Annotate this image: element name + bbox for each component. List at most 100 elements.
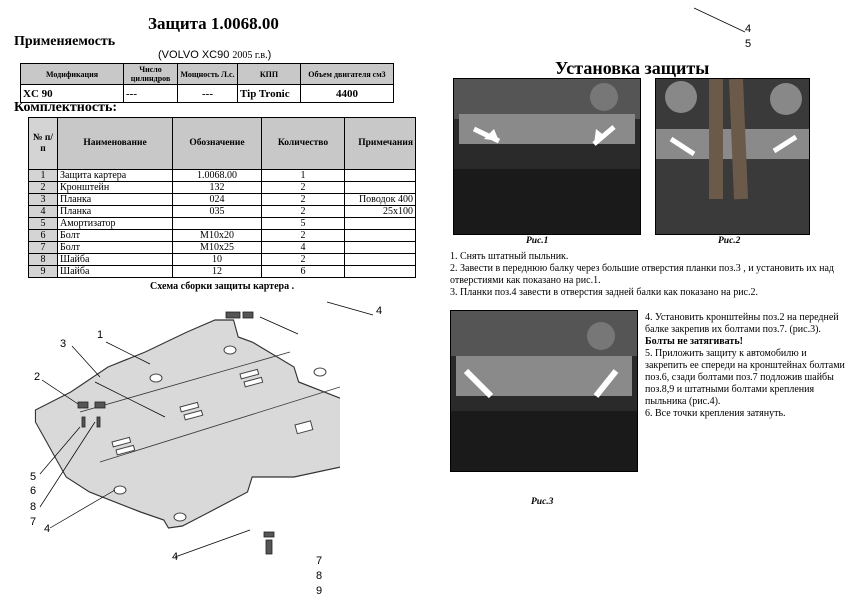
applicability-heading: Применяемость	[14, 34, 116, 49]
model-name: VOLVO XC90	[161, 49, 230, 61]
kit-cell: Болт	[57, 241, 173, 254]
callout-6: 5	[30, 471, 36, 483]
steps-block-1: 1. Снять штатный пыльник. 2. Завести в п…	[450, 251, 845, 299]
callout-9: 9	[316, 585, 322, 597]
kit-cell: Защита картера	[57, 169, 173, 182]
fasteners	[77, 311, 275, 555]
kit-cell: 5	[28, 217, 58, 230]
kit-cell: 25x100	[344, 205, 416, 218]
kit-cell	[344, 229, 416, 242]
kit-cell: Планка	[57, 193, 173, 206]
callout-8a: 6	[30, 485, 36, 497]
kit-table: № п/п Наименование Обозначение Количеств…	[28, 117, 416, 278]
kit-cell: 12	[172, 265, 262, 278]
kit-cell: 2	[261, 193, 345, 206]
kit-cell	[344, 181, 416, 194]
kit-cell: 10	[172, 253, 262, 266]
kit-cell: 6	[261, 265, 345, 278]
step-3: 3. Планки поз.4 завести в отверстия задн…	[450, 287, 758, 298]
kit-cell	[172, 217, 262, 230]
cell-cylinders: ---	[123, 84, 178, 103]
kit-cell: 132	[172, 181, 262, 194]
callout-4b: 4	[172, 551, 178, 563]
kit-cell: 7	[28, 241, 58, 254]
callout-8b: 7	[30, 516, 36, 528]
kit-cell: Шайба	[57, 265, 173, 278]
callout-7b: 7	[316, 555, 322, 567]
kit-cell	[344, 217, 416, 230]
caption-fig1: Рис.1	[526, 236, 549, 246]
col-gearbox: КПП	[237, 63, 301, 85]
step-1: 1. Снять штатный пыльник.	[450, 251, 569, 262]
kit-cell: Амортизатор	[57, 217, 173, 230]
kit-cell: Болт	[57, 229, 173, 242]
cell-modification: XC 90	[20, 84, 124, 103]
kit-cell: Шайба	[57, 253, 173, 266]
callout-4: 4	[376, 305, 383, 317]
kit-cell: M10x25	[172, 241, 262, 254]
kit-cell	[344, 241, 416, 254]
kit-cell: 6	[28, 229, 58, 242]
kit-cell: 3	[28, 193, 58, 206]
col-designation: Обозначение	[172, 117, 262, 170]
callout-4-leader	[326, 301, 374, 316]
callout-3: 3	[60, 338, 66, 350]
kit-cell	[344, 253, 416, 266]
photo-fig1	[453, 78, 641, 235]
plate-folds	[79, 351, 340, 463]
col-power: Мощность Л.с.	[177, 63, 238, 85]
callout-1: 1	[97, 329, 103, 341]
kit-cell: 2	[28, 181, 58, 194]
kit-cell: 2	[261, 253, 345, 266]
col-name: Наименование	[57, 117, 173, 170]
steps-block-2: 4. Установить кронштейны поз.2 на передн…	[645, 312, 845, 420]
kit-cell: 1	[261, 169, 345, 182]
kit-cell: 4	[28, 205, 58, 218]
corner-number-4: 4	[745, 23, 752, 35]
step-6: 6. Все точки крепления затянуть.	[645, 408, 786, 419]
cell-power: ---	[177, 84, 238, 103]
col-number: № п/п	[28, 117, 58, 170]
kit-cell: 4	[261, 241, 345, 254]
caption-fig3: Рис.3	[531, 497, 554, 507]
caption-fig2: Рис.2	[718, 236, 741, 246]
skid-plate	[34, 319, 340, 529]
col-notes: Примечания	[344, 117, 416, 170]
cell-gearbox: Tip Tronic	[237, 84, 301, 103]
model-line: (VOLVO XC90 2005 г.в.)	[158, 49, 272, 61]
kit-cell: Поводок 400	[344, 193, 416, 206]
step-4-text: 4. Установить кронштейны поз.2 на передн…	[645, 312, 839, 335]
callout-2: 2	[34, 371, 40, 383]
callout-7a: 8	[30, 501, 36, 513]
kit-cell: 8	[28, 253, 58, 266]
col-engine-volume: Объем двигателя см3	[300, 63, 394, 85]
col-modification: Модификация	[20, 63, 124, 85]
kit-heading: Комплектность:	[14, 100, 118, 115]
kit-cell: 2	[261, 181, 345, 194]
kit-cell: 5	[261, 217, 345, 230]
col-cylinders: Число цилиндров	[123, 63, 178, 85]
kit-cell: 2	[261, 205, 345, 218]
assembly-diagram: 1 2 3 5 6 8 7 4 4 7 8 9	[30, 311, 340, 597]
kit-cell: 9	[28, 265, 58, 278]
kit-cell: 024	[172, 193, 262, 206]
kit-cell: Планка	[57, 205, 173, 218]
photo-fig3	[450, 310, 638, 472]
install-heading: Установка защиты	[555, 58, 710, 78]
photo-fig2	[655, 78, 810, 235]
kit-cell: 035	[172, 205, 262, 218]
callout-8c: 8	[316, 570, 322, 582]
document-title: Защита 1.0068.00	[148, 14, 279, 33]
col-quantity: Количество	[261, 117, 345, 170]
kit-cell	[344, 169, 416, 182]
step-2: 2. Завести в переднюю балку через больши…	[450, 263, 835, 286]
